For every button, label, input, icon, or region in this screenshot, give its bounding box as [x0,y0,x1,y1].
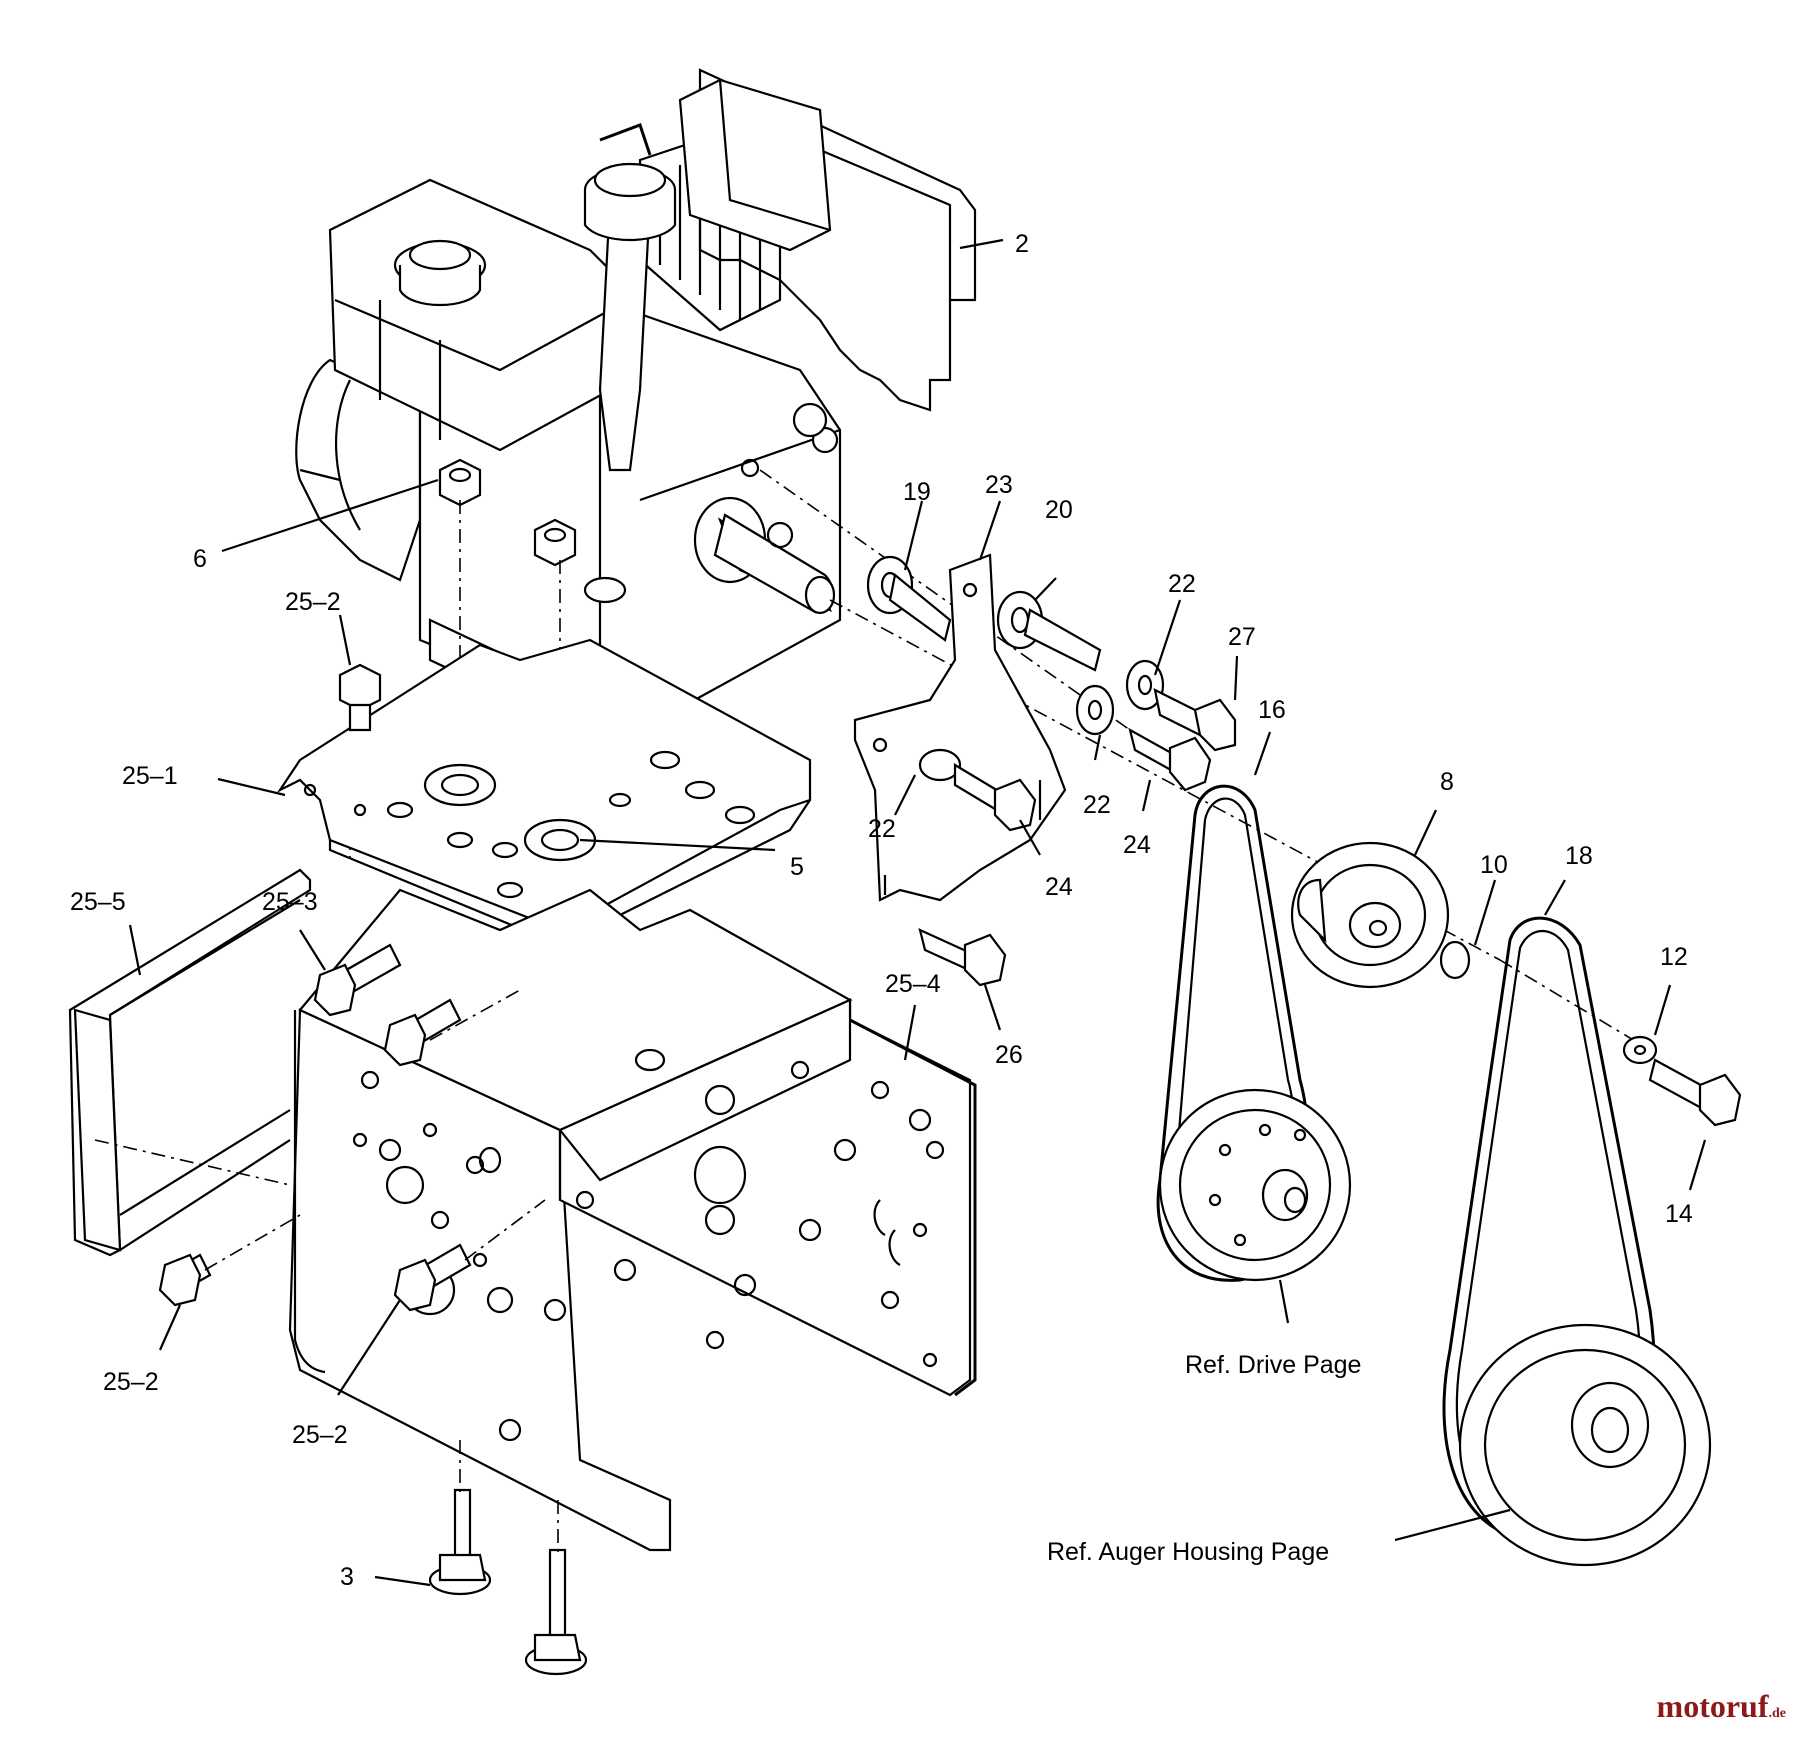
part-labels: 2 6 19 23 20 22 27 16 25–2 25–1 5 25–5 2… [70,230,1693,1591]
label-part-22-mid: 22 [1083,791,1111,819]
label-part-24-lower: 24 [1045,873,1073,901]
bolts [158,663,588,1676]
label-part-25-1: 25–1 [122,762,178,790]
label-part-25-2-top: 25–2 [285,588,341,616]
label-part-14: 14 [1665,1200,1693,1228]
drive-belt [1156,784,1352,1282]
frame-assembly [288,888,977,1552]
washers-bolts-upper [918,659,1237,987]
watermark-logo: motoruf.de [1657,1688,1786,1725]
label-part-24-right: 24 [1123,831,1151,859]
label-part-25-2-center: 25–2 [292,1421,348,1449]
label-part-8: 8 [1440,768,1454,796]
label-part-26: 26 [995,1041,1023,1069]
engine-pulley [1290,841,1742,1127]
side-channel [68,868,312,1257]
label-part-22-left: 22 [868,815,896,843]
engine [295,68,977,752]
label-part-10: 10 [1480,851,1508,879]
label-part-23: 23 [985,471,1013,499]
leader-lines [128,238,1707,1587]
auger-belt [1442,916,1712,1567]
shaft-pins [866,555,1102,672]
label-part-18: 18 [1565,842,1593,870]
ref-auger-housing-page: Ref. Auger Housing Page [1047,1538,1329,1566]
label-part-12: 12 [1660,943,1688,971]
watermark-text: motoruf [1656,1688,1769,1724]
label-part-5: 5 [790,853,804,881]
label-part-25-3: 25–3 [262,888,318,916]
label-part-25-5: 25–5 [70,888,126,916]
label-part-20: 20 [1045,496,1073,524]
ref-drive-page: Ref. Drive Page [1185,1351,1361,1379]
label-part-22-top: 22 [1168,570,1196,598]
reference-labels: Ref. Drive Page Ref. Auger Housing Page [1047,1351,1361,1566]
watermark-tld: .de [1768,1706,1787,1721]
label-part-6: 6 [193,545,207,573]
frame-holes [352,1048,945,1442]
label-part-19: 19 [903,478,931,506]
label-part-27: 27 [1228,623,1256,651]
label-part-25-4: 25–4 [885,970,941,998]
label-part-25-2-left: 25–2 [103,1368,159,1396]
engine-nuts [438,458,577,567]
label-part-3: 3 [340,1563,354,1591]
label-part-2: 2 [1015,230,1029,258]
label-part-16: 16 [1258,696,1286,724]
